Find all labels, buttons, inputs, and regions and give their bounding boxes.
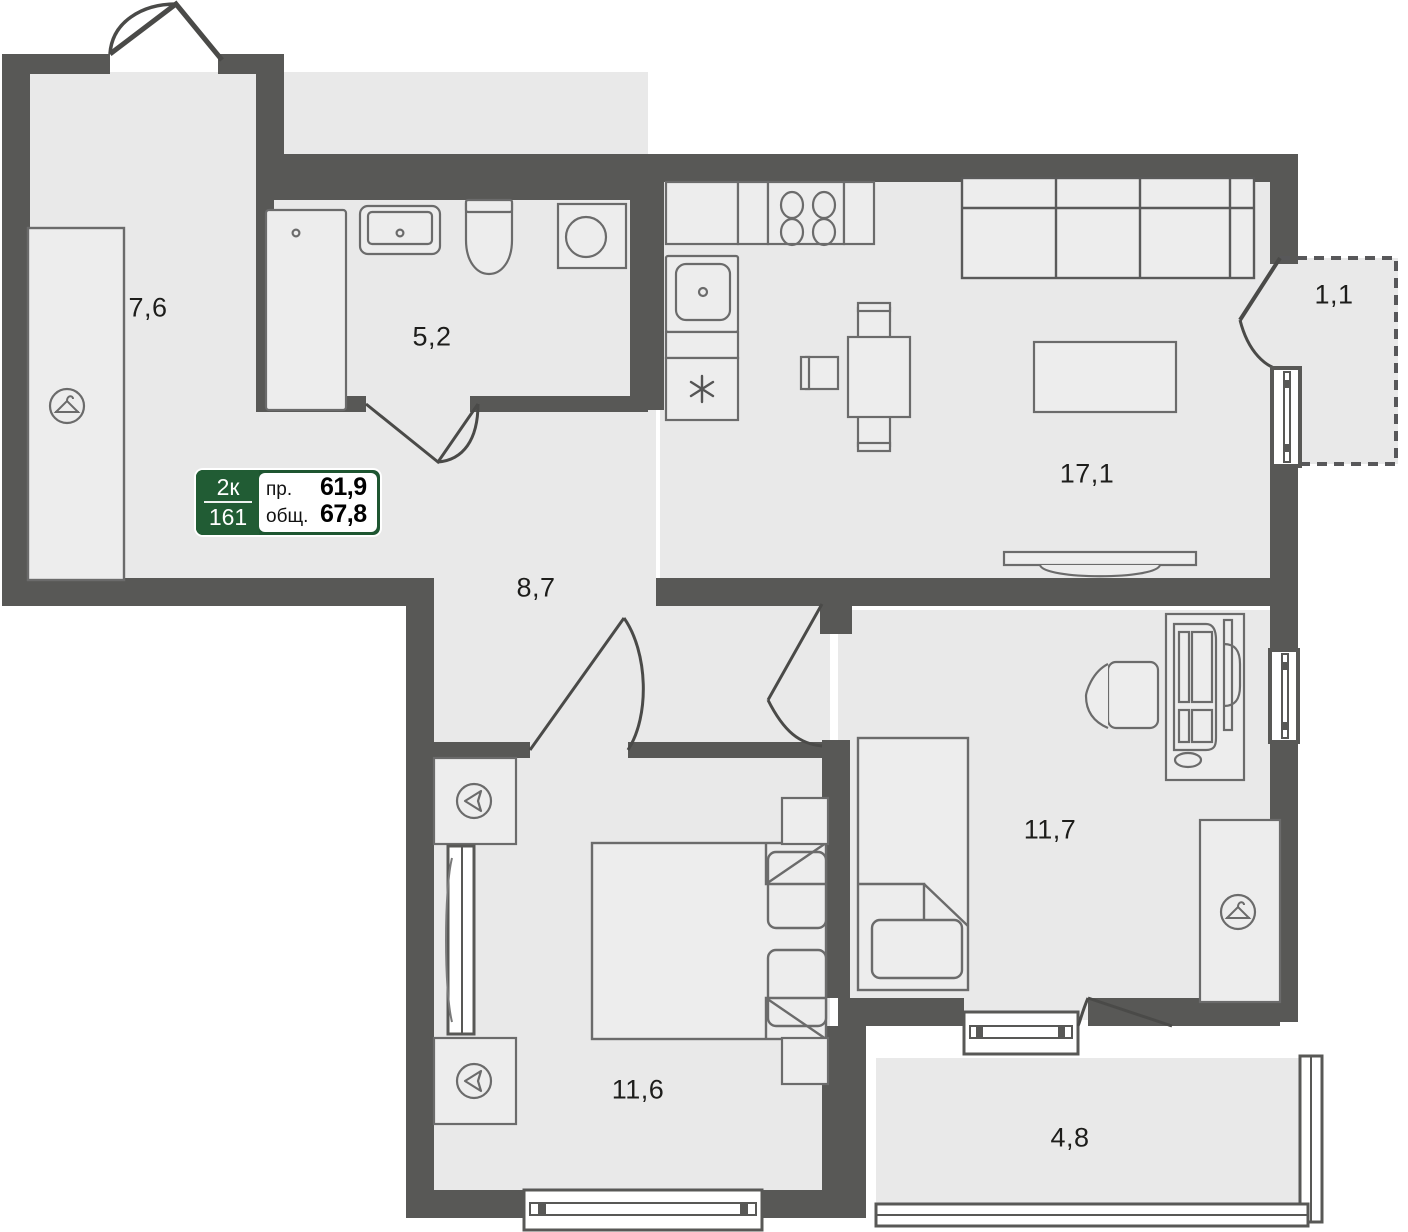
tv-stand bbox=[1002, 550, 1198, 578]
bedroom-main-closet-lower bbox=[432, 1036, 518, 1126]
balcony-large-glazing bbox=[874, 1054, 1324, 1228]
bedroom-office-side-window bbox=[1268, 648, 1300, 744]
room-area-label-bedroom-main: 11,6 bbox=[611, 1074, 665, 1105]
living-area-row: пр. 61,9 bbox=[266, 475, 367, 502]
hall-wardrobe bbox=[26, 226, 126, 582]
living-area-label: пр. bbox=[266, 479, 293, 500]
bedroom-main-closet-upper bbox=[432, 756, 518, 846]
room-area-label-hall: 7,6 bbox=[128, 292, 168, 323]
coffee-table bbox=[1032, 340, 1178, 414]
total-area-value: 67,8 bbox=[320, 500, 367, 528]
living-area-value: 61,9 bbox=[320, 473, 367, 501]
office-wardrobe bbox=[1198, 818, 1282, 1004]
corridor-door-to-bedroom bbox=[528, 617, 645, 751]
bedroom-office-balcony-door bbox=[962, 1010, 1080, 1056]
room-area-label-balcony-small: 1,1 bbox=[1314, 279, 1354, 310]
badge-right-column: пр. 61,9 общ. 67,8 bbox=[259, 473, 377, 532]
room-area-label-bedroom-office: 11,7 bbox=[1023, 814, 1077, 845]
bedroom-main-side-window bbox=[445, 844, 476, 1036]
room-area-label-bathroom: 5,2 bbox=[412, 321, 452, 352]
nightstand-lower bbox=[780, 1036, 830, 1086]
balcony-small-door bbox=[1270, 366, 1302, 468]
corridor-door-to-office bbox=[766, 603, 824, 748]
entrance-door bbox=[108, 0, 224, 62]
office-chair bbox=[1084, 660, 1160, 730]
dining-set bbox=[799, 301, 912, 453]
rooms-count: 2к bbox=[216, 474, 240, 500]
nightstand-upper bbox=[780, 796, 830, 846]
bedroom-main-bottom-window bbox=[522, 1188, 764, 1232]
single-bed bbox=[856, 736, 970, 992]
snowflake-icon bbox=[689, 374, 715, 404]
room-area-label-corridor: 8,7 bbox=[516, 572, 556, 603]
badge-left-column: 2к 161 bbox=[196, 470, 259, 535]
bedroom-office-balcony-door-swing bbox=[1076, 996, 1173, 1028]
room-area-label-balcony-large: 4,8 bbox=[1050, 1122, 1090, 1153]
total-area-row: общ. 67,8 bbox=[266, 502, 367, 529]
apartment-info-badge[interactable]: 2к 161 пр. 61,9 общ. 67,8 bbox=[196, 470, 380, 535]
desk bbox=[1164, 612, 1246, 782]
total-area-label: общ. bbox=[266, 506, 309, 527]
sofa bbox=[960, 176, 1256, 280]
room-area-label-kitchen-living: 17,1 bbox=[1059, 458, 1115, 489]
badge-divider bbox=[204, 501, 252, 503]
double-bed bbox=[590, 841, 828, 1041]
apartment-number: 161 bbox=[208, 504, 248, 530]
kitchen-units bbox=[664, 180, 876, 422]
bathroom-fixtures bbox=[264, 198, 628, 412]
bathroom-door bbox=[365, 402, 480, 465]
